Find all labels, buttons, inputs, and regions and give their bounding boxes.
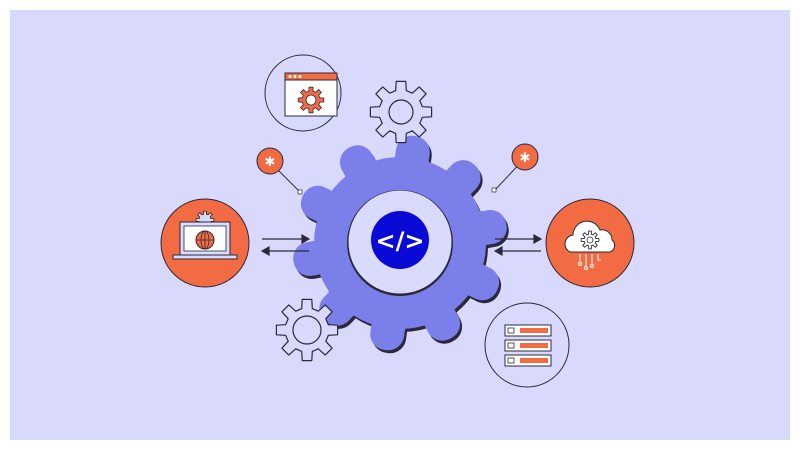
bidirectional-arrows-icon (260, 233, 311, 257)
svg-text:✱: ✱ (265, 155, 276, 170)
gear-tooth (417, 291, 461, 341)
code-badge (371, 211, 429, 269)
gear-tooth (293, 238, 344, 276)
gear-hole (292, 315, 322, 345)
svg-text:✱: ✱ (520, 151, 531, 166)
asterisk-pin-icon-left: ✱ (256, 147, 303, 195)
small-gear-icon (275, 298, 339, 362)
gear-tooth (434, 160, 481, 207)
gear-tooth (370, 300, 407, 351)
laptop-globe-icon (160, 198, 250, 288)
code-icon: </> (376, 227, 425, 255)
asterisk-pin-icon-right: ✱ (491, 143, 539, 193)
gear-tooth (300, 185, 350, 228)
gear-hole (388, 99, 414, 125)
browser-settings-icon (264, 54, 342, 132)
server-indicator (520, 358, 548, 363)
gear-tooth (319, 279, 366, 326)
cloud-gear-icon (545, 198, 635, 288)
gear-tooth (339, 145, 383, 195)
server-indicator (520, 328, 548, 333)
gear-tooth (393, 135, 430, 186)
bidirectional-arrows-icon (493, 233, 543, 257)
gear-tooth (456, 210, 507, 248)
server-stack-icon (484, 302, 570, 388)
server-indicator (520, 343, 548, 348)
small-gear-icon (369, 80, 433, 144)
gear-tooth (450, 258, 500, 301)
